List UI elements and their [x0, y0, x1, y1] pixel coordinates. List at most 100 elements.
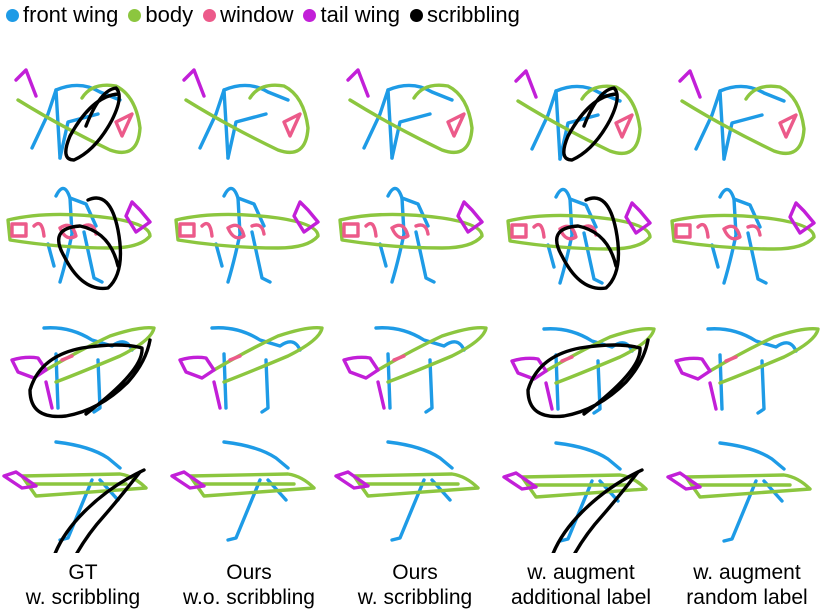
window-stroke	[724, 355, 738, 363]
sketch-cell-r4-c2	[166, 428, 332, 553]
body-stroke	[184, 83, 310, 155]
tail-wing-stroke	[708, 381, 718, 411]
window-stroke	[696, 222, 710, 239]
front-wing-stroke	[214, 242, 224, 268]
window-stroke	[722, 224, 742, 241]
tail-wing-stroke	[124, 200, 152, 234]
body-stroke	[516, 84, 642, 156]
legend: front wing body window tail wing scribbl…	[6, 0, 520, 30]
caption-line2: w. scribbling	[357, 586, 473, 609]
airplane-sketch-svg	[506, 187, 652, 291]
sketch-cell-r4-c1	[0, 428, 166, 553]
window-color-dot	[203, 8, 217, 22]
column-caption-ours-w: Ours w. scribbling	[332, 560, 498, 610]
tail-wing-color-dot	[303, 8, 317, 22]
front-wing-stroke	[378, 242, 388, 268]
caption-line1: w. augment	[693, 561, 801, 584]
tail-wing-stroke	[510, 356, 548, 381]
window-stroke	[746, 224, 762, 237]
legend-label-scribbling: scribbling	[426, 2, 520, 27]
window-stroke	[510, 223, 528, 239]
tail-wing-stroke	[666, 471, 702, 491]
front-wing-stroke	[374, 326, 466, 352]
sketch-cell-r2-c2	[166, 168, 332, 293]
airplane-sketch-svg	[342, 325, 488, 414]
front-wing-stroke	[260, 358, 270, 414]
airplane-sketch-svg	[674, 326, 820, 415]
front-wing-stroke	[414, 230, 436, 284]
front-wing-stroke	[42, 326, 134, 352]
scribbling-stroke	[526, 338, 650, 419]
column-caption-augment-additional: w. augment additional label	[498, 560, 664, 610]
body-stroke	[352, 472, 480, 498]
tail-wing-stroke	[788, 201, 816, 235]
body-stroke	[680, 84, 806, 156]
tail-wing-stroke	[376, 380, 386, 410]
window-stroke	[614, 113, 634, 139]
airplane-sketch-svg	[666, 441, 812, 543]
scribbling-stroke	[53, 468, 146, 553]
tail-wing-stroke	[624, 201, 652, 235]
body-stroke	[506, 213, 652, 251]
sketch-cell-r2-c5	[664, 168, 830, 293]
window-stroke	[414, 223, 430, 236]
airplane-sketch-svg	[338, 186, 484, 284]
front-wing-stroke	[390, 112, 432, 160]
airplane-sketch-svg	[502, 441, 648, 553]
front-wing-stroke	[400, 196, 430, 228]
tail-wing-stroke	[44, 380, 54, 410]
window-stroke	[778, 113, 798, 139]
tail-wing-stroke	[346, 68, 370, 98]
front-wing-stroke	[722, 479, 758, 543]
airplane-sketch-svg	[14, 68, 142, 162]
window-stroke	[228, 354, 242, 362]
front-wing-stroke	[568, 197, 598, 229]
window-stroke	[446, 112, 466, 138]
window-stroke	[282, 112, 302, 138]
tail-wing-stroke	[502, 471, 538, 491]
tail-wing-stroke	[342, 355, 380, 380]
column-caption-augment-random: w. augment random label	[664, 560, 830, 610]
window-stroke	[60, 354, 74, 362]
front-wing-stroke	[222, 440, 290, 470]
scribbling-stroke	[64, 86, 121, 162]
front-wing-stroke	[732, 197, 762, 229]
scribbling-stroke	[75, 470, 142, 553]
scribbling-stroke	[57, 196, 123, 291]
legend-label-tail-wing: tail wing	[320, 2, 400, 27]
front-wing-stroke	[386, 83, 454, 102]
airplane-sketch-svg	[334, 440, 480, 542]
airplane-sketch-svg	[174, 186, 320, 284]
front-wing-stroke	[82, 230, 104, 284]
front-wing-stroke	[386, 440, 454, 470]
sketch-cell-r1-c4	[498, 38, 664, 163]
airplane-sketch-svg	[182, 68, 310, 160]
front-wing-stroke	[226, 112, 268, 160]
tail-wing-stroke	[334, 470, 370, 490]
front-wing-stroke	[54, 83, 122, 102]
airplane-sketch-svg	[346, 68, 474, 160]
window-stroke	[342, 222, 360, 238]
front-wing-stroke	[746, 231, 768, 285]
window-stroke	[250, 223, 266, 236]
airplane-sketch-svg	[170, 440, 316, 542]
airplane-sketch-svg	[678, 69, 806, 161]
front-wing-stroke	[236, 196, 266, 228]
caption-line1: Ours	[226, 561, 272, 584]
body-stroke	[16, 83, 142, 155]
sketch-cell-r1-c1	[0, 38, 166, 163]
sketch-cell-r4-c3	[332, 428, 498, 553]
airplane-sketch-svg	[6, 186, 152, 291]
front-wing-stroke	[222, 83, 290, 102]
front-wing-stroke	[592, 359, 602, 415]
sketch-cell-r4-c5	[664, 428, 830, 553]
tail-wing-stroke	[182, 68, 206, 98]
window-stroke	[32, 221, 46, 238]
sketch-cell-r2-c4	[498, 168, 664, 293]
front-wing-stroke	[58, 112, 100, 160]
sketch-cell-r1-c3	[332, 38, 498, 163]
legend-item-scribbling: scribbling	[409, 2, 520, 28]
front-wing-stroke	[546, 243, 556, 269]
window-stroke	[114, 112, 134, 138]
sketch-cell-r4-c4	[498, 428, 664, 553]
